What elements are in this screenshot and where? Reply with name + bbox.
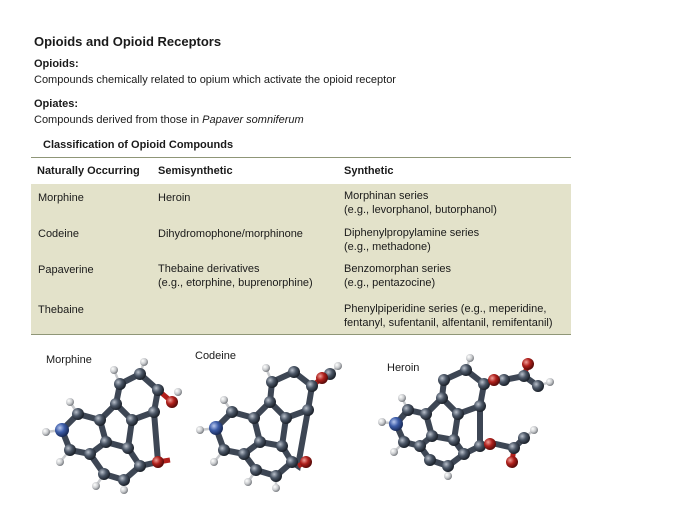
cell-natural-codeine: Codeine bbox=[38, 228, 79, 240]
page-heading: Opioids and Opioid Receptors bbox=[34, 34, 222, 49]
header-synthetic: Synthetic bbox=[344, 165, 394, 177]
cell-line: (e.g., etorphine, buprenorphine) bbox=[158, 277, 313, 289]
cell-natural-papaverine: Papaverine bbox=[38, 264, 94, 276]
table-title: Classification of Opioid Compounds bbox=[43, 139, 234, 151]
cell-synthetic-diphenylpropylamine: Diphenylpropylamine series (e.g., methad… bbox=[344, 226, 479, 254]
cell-natural-morphine: Morphine bbox=[38, 192, 84, 204]
cell-line: (e.g., methadone) bbox=[344, 241, 431, 253]
cell-line: fentanyl, sufentanil, alfentanil, remife… bbox=[344, 317, 553, 329]
morphine-label: Morphine bbox=[46, 354, 92, 366]
species-name: Papaver somniferum bbox=[202, 114, 304, 126]
cell-line: Benzomorphan series bbox=[344, 263, 452, 275]
heroin-molecule-model bbox=[378, 354, 554, 480]
cell-line: Thebaine derivatives bbox=[158, 263, 260, 275]
cell-semi-thebaine-derivatives: Thebaine derivatives (e.g., etorphine, b… bbox=[158, 262, 313, 290]
cell-line: (e.g., pentazocine) bbox=[344, 277, 436, 289]
header-naturally-occurring: Naturally Occurring bbox=[37, 165, 140, 177]
opiates-term: Opiates: bbox=[34, 98, 79, 110]
cell-line: Diphenylpropylamine series bbox=[344, 227, 480, 239]
morphine-molecule-model bbox=[42, 358, 182, 494]
cell-line: Phenylpiperidine series (e.g., meperidin… bbox=[344, 303, 547, 315]
classification-table: Naturally Occurring Semisynthetic Synthe… bbox=[31, 157, 571, 336]
table-header-row: Naturally Occurring Semisynthetic Synthe… bbox=[31, 157, 571, 185]
opiates-definition: Compounds derived from those in Papaver … bbox=[34, 114, 304, 126]
table-body: Morphine Heroin Morphinan series (e.g., … bbox=[31, 184, 571, 335]
heroin-label: Heroin bbox=[387, 362, 420, 374]
opiates-definition-text: Compounds derived from those in bbox=[34, 114, 203, 126]
opioids-term: Opioids: bbox=[34, 58, 79, 70]
codeine-label: Codeine bbox=[195, 350, 236, 362]
cell-semi-dihydromophone: Dihydromophone/morphinone bbox=[158, 228, 303, 240]
codeine-molecule-model bbox=[196, 362, 342, 492]
cell-synthetic-morphinan: Morphinan series (e.g., levorphanol, but… bbox=[344, 189, 497, 217]
cell-natural-thebaine: Thebaine bbox=[38, 304, 84, 316]
cell-line: Morphinan series bbox=[344, 190, 429, 202]
opioids-definition: Compounds chemically related to opium wh… bbox=[34, 74, 396, 86]
cell-line: (e.g., levorphanol, butorphanol) bbox=[344, 204, 497, 216]
cell-semi-heroin: Heroin bbox=[158, 192, 191, 204]
cell-synthetic-phenylpiperidine: Phenylpiperidine series (e.g., meperidin… bbox=[344, 302, 553, 330]
cell-synthetic-benzomorphan: Benzomorphan series (e.g., pentazocine) bbox=[344, 262, 451, 290]
header-semisynthetic: Semisynthetic bbox=[158, 165, 233, 177]
